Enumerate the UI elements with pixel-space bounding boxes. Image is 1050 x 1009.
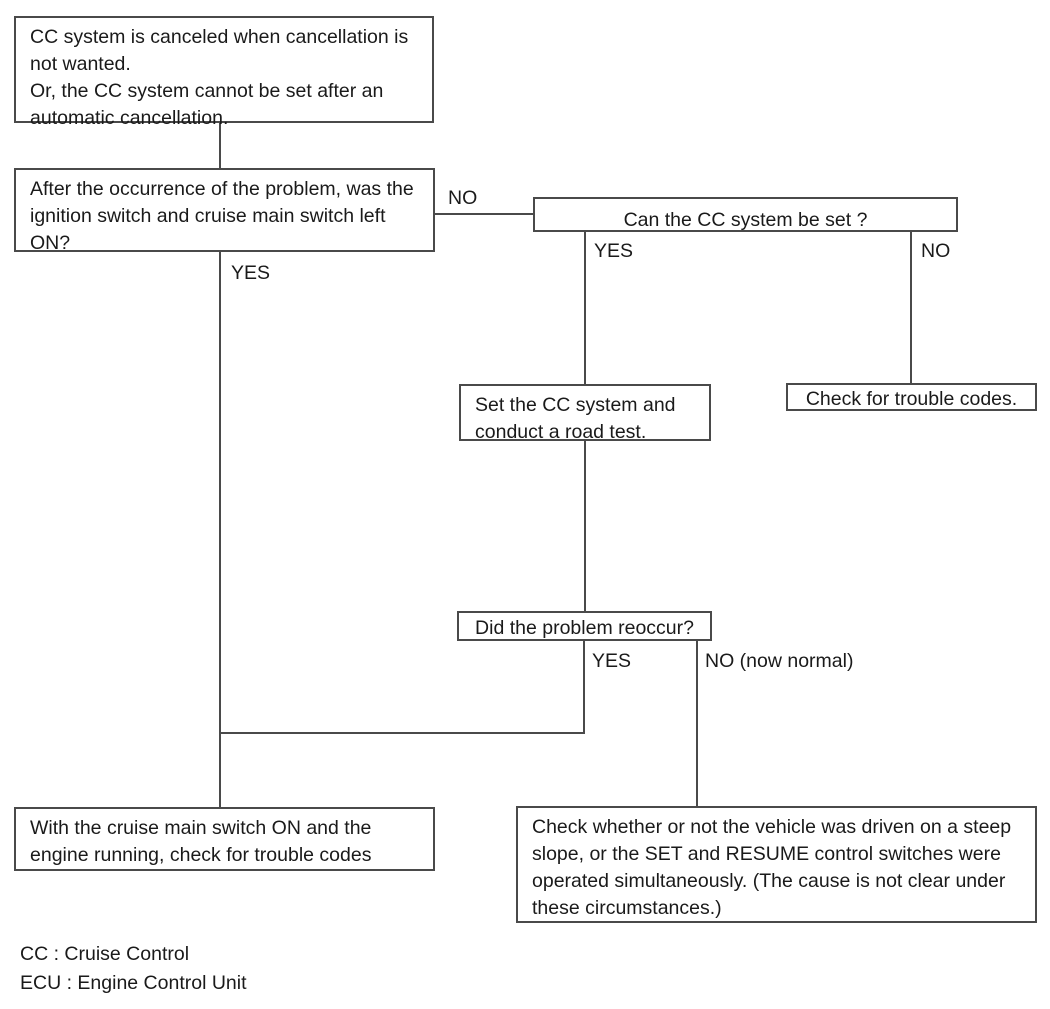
edge-road-test-to-reoccur xyxy=(584,440,586,612)
edge-can-set-yes-to-road-test xyxy=(584,231,586,385)
edge-label-ignition-no: NO xyxy=(448,187,478,209)
edge-ignition-no-to-can-set xyxy=(434,213,534,215)
node-question-ignition-switch: After the occurrence of the problem, was… xyxy=(14,168,435,254)
edge-ignition-yes-trunk xyxy=(219,251,221,808)
edge-label-can-set-no: NO xyxy=(921,240,951,262)
edge-reoccur-yes-left xyxy=(219,732,585,734)
legend-ecu: ECU : Engine Control Unit xyxy=(20,972,247,994)
node-action-check-steep-slope: Check whether or not the vehicle was dri… xyxy=(516,806,1037,923)
legend-cc: CC : Cruise Control xyxy=(20,943,190,965)
node-action-check-trouble-codes: Check for trouble codes. xyxy=(786,383,1037,411)
edge-label-ignition-yes: YES xyxy=(231,262,271,284)
edge-label-reoccur-no: NO (now normal) xyxy=(705,650,854,672)
edge-problem-to-ignition xyxy=(219,122,221,169)
node-action-switch-on-check-codes: With the cruise main switch ON and the e… xyxy=(14,807,435,871)
edge-label-reoccur-yes: YES xyxy=(592,650,632,672)
edge-can-set-no-to-trouble-codes xyxy=(910,231,912,384)
edge-label-can-set-yes: YES xyxy=(594,240,634,262)
edge-reoccur-yes-down xyxy=(583,640,585,734)
node-action-set-and-road-test: Set the CC system and conduct a road tes… xyxy=(459,384,711,443)
node-question-can-set: Can the CC system be set ? xyxy=(533,197,958,232)
node-question-problem-reoccur: Did the problem reoccur? xyxy=(457,611,712,641)
node-problem-statement: CC system is canceled when cancellation … xyxy=(14,16,434,129)
edge-reoccur-no-to-steep-slope xyxy=(696,640,698,807)
